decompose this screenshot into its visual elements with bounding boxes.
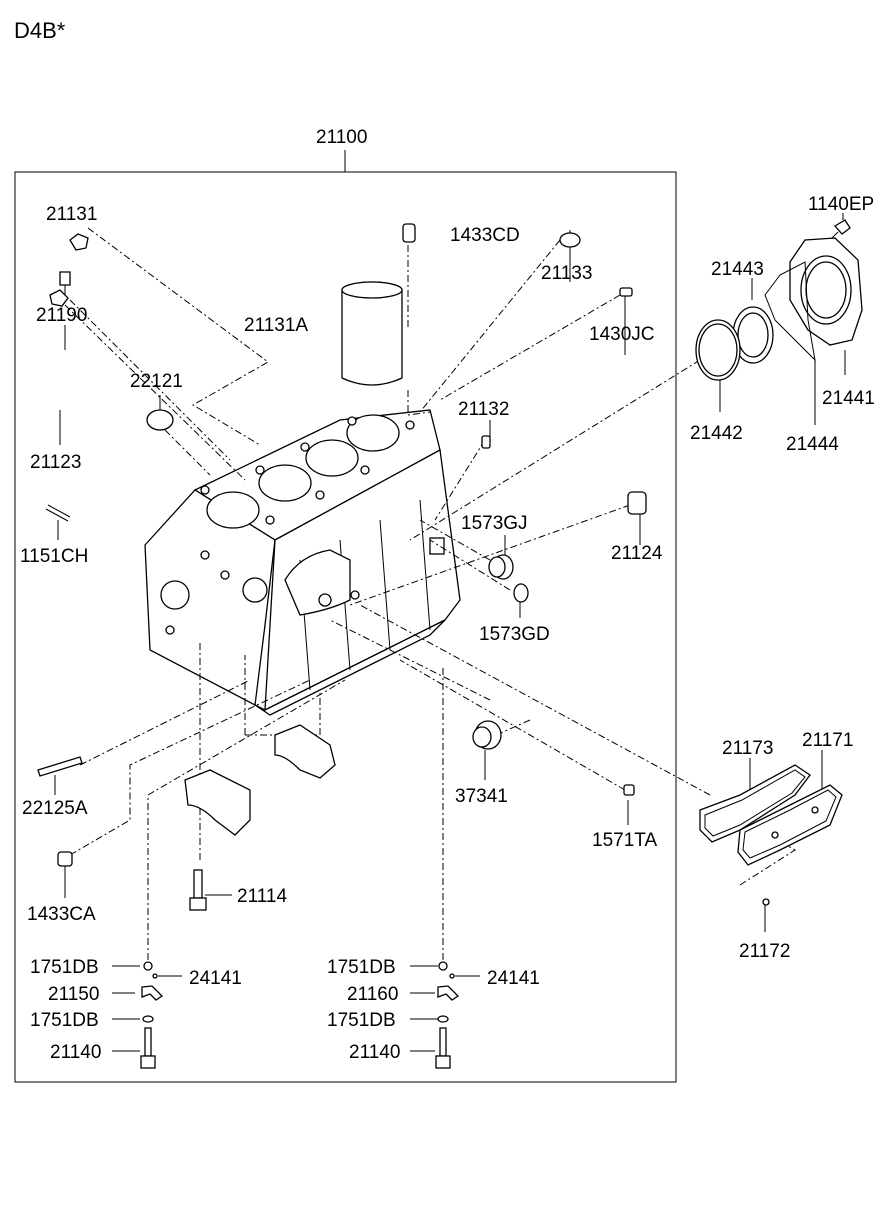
label-21132: 21132 xyxy=(458,399,509,420)
part-graphics xyxy=(37,223,647,1069)
label-21190: 21190 xyxy=(36,305,87,326)
label-21160: 21160 xyxy=(347,984,398,1005)
label-1751DB-right-top: 1751DB xyxy=(327,957,396,978)
cylinder-block xyxy=(144,409,461,716)
leader-lines xyxy=(54,213,846,1052)
label-21172: 21172 xyxy=(739,941,790,962)
label-1573GD: 1573GD xyxy=(479,624,550,645)
label-21114: 21114 xyxy=(237,886,287,907)
label-21124: 21124 xyxy=(611,543,663,564)
label-21140-left: 21140 xyxy=(50,1042,101,1063)
assembly-frame xyxy=(14,171,677,1083)
label-1433CA: 1433CA xyxy=(27,904,96,925)
label-1751DB-left-bottom: 1751DB xyxy=(30,1010,99,1031)
label-21442: 21442 xyxy=(690,423,743,444)
label-21133: 21133 xyxy=(541,263,592,284)
label-37341: 37341 xyxy=(455,786,508,807)
label-21173: 21173 xyxy=(722,738,773,759)
label-21171: 21171 xyxy=(802,730,853,751)
label-1571TA: 1571TA xyxy=(592,830,657,851)
label-1140EP: 1140EP xyxy=(808,194,874,215)
label-21131: 21131 xyxy=(46,204,97,225)
label-1433CD: 1433CD xyxy=(450,225,520,246)
rear-oil-seal-assembly xyxy=(695,219,863,381)
label-1430JC: 1430JC xyxy=(589,324,655,345)
label-21444: 21444 xyxy=(786,434,839,455)
label-1151CH: 1151CH xyxy=(20,546,88,567)
main-assembly-label: 21100 xyxy=(316,127,367,148)
label-21131A: 21131A xyxy=(244,315,308,336)
label-1573GJ: 1573GJ xyxy=(461,513,528,534)
label-21150: 21150 xyxy=(48,984,99,1005)
label-24141-left: 24141 xyxy=(189,968,242,989)
label-22125A: 22125A xyxy=(22,798,88,819)
engine-code-title: D4B* xyxy=(14,18,66,43)
part-labels: 21131 1433CD 21190 21131A 21133 1430JC 2… xyxy=(20,194,875,1063)
label-21123: 21123 xyxy=(30,452,81,473)
label-1751DB-right-bottom: 1751DB xyxy=(327,1010,396,1031)
label-1751DB-left-top: 1751DB xyxy=(30,957,99,978)
label-24141-right: 24141 xyxy=(487,968,540,989)
label-21441: 21441 xyxy=(822,388,875,409)
label-21140-right: 21140 xyxy=(349,1042,400,1063)
label-22121: 22121 xyxy=(130,371,183,392)
oil-screen-gasket-assembly xyxy=(699,764,843,906)
label-21443: 21443 xyxy=(711,259,764,280)
